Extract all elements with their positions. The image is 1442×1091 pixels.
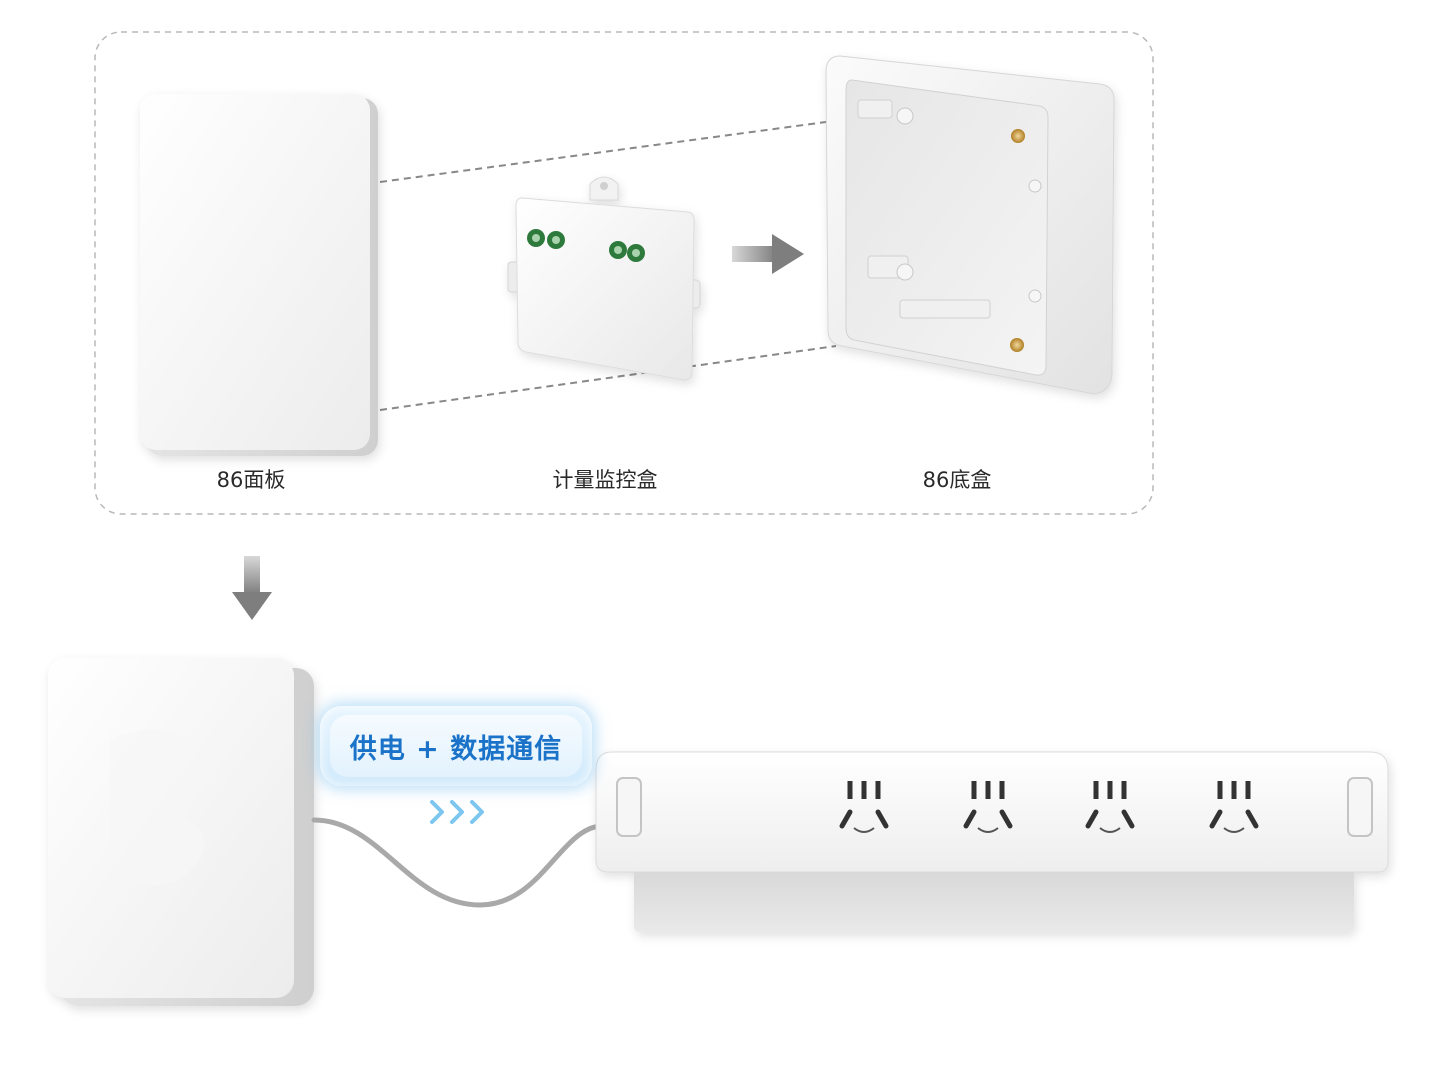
power-strip-image <box>595 751 1389 932</box>
terminal-screws <box>527 229 645 262</box>
outlet-3 <box>1085 781 1135 833</box>
panel-86-image <box>140 94 378 456</box>
outlet-2 <box>963 781 1013 833</box>
label-back-box-86: 86底盒 <box>922 468 992 492</box>
back-box-86-image <box>825 55 1115 395</box>
strip-left-button <box>616 777 642 837</box>
outlets-group <box>839 781 1259 833</box>
assembled-panel-image <box>48 658 314 1006</box>
callout-text: 供电 + 数据通信 <box>349 733 563 765</box>
alignment-lines <box>379 121 837 411</box>
power-data-callout: 供电 + 数据通信 <box>320 706 592 786</box>
brass-insert-bottom <box>1010 338 1024 352</box>
chevron-right-triple-icon <box>430 800 484 824</box>
label-panel-86: 86面板 <box>216 468 286 492</box>
strip-right-button <box>1347 777 1373 837</box>
arrow-down-icon <box>232 556 272 620</box>
meter-box-image <box>507 176 701 381</box>
callout-inner: 供电 + 数据通信 <box>330 715 582 777</box>
outlet-1 <box>839 781 889 833</box>
connection-cable <box>311 817 603 908</box>
arrow-right-icon <box>732 234 804 274</box>
outlet-4 <box>1209 781 1259 833</box>
brass-insert-top <box>1011 129 1025 143</box>
label-meter-box: 计量监控盒 <box>552 468 658 492</box>
